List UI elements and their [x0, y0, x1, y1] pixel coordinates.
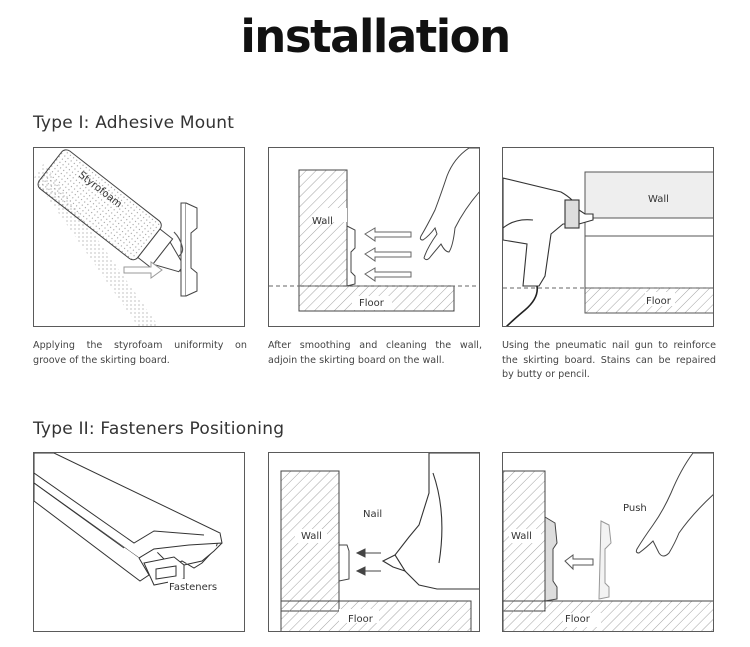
nail-fasteners-illustration: Wall Nail Floor: [280, 453, 479, 631]
floor-label: Floor: [348, 614, 374, 625]
nail-gun-illustration: Wall Floor: [503, 171, 713, 326]
caption-apply-styrofoam: Applying the styrofoam uniformity on gro…: [33, 340, 247, 366]
push-label: Push: [623, 503, 647, 514]
arrows: [364, 227, 412, 282]
fasteners-illustration: Fasteners: [34, 453, 226, 593]
fasteners-label: Fasteners: [169, 582, 217, 593]
wall-label: Wall: [312, 216, 333, 227]
wall-label: Wall: [648, 194, 669, 205]
push-illustration: Wall Floor Push: [503, 453, 713, 631]
floor-label: Floor: [359, 298, 385, 309]
panel-nail-gun: Wall Floor: [502, 147, 714, 327]
caption-nail-gun: Using the pneumatic nail gun to reinforc…: [502, 340, 716, 380]
panel-adjoin-board: Wall Floor: [268, 147, 480, 327]
panel-push: Wall Floor Push: [502, 452, 714, 632]
caption-adjoin-board: After smoothing and cleaning the wall, a…: [268, 340, 482, 366]
panel-nail-fasteners: Wall Nail Floor: [268, 452, 480, 632]
floor-label: Floor: [565, 614, 591, 625]
type2-heading: Type II: Fasteners Positioning: [33, 419, 285, 439]
adjoin-illustration: Wall Floor: [269, 148, 479, 312]
wall-label: Wall: [301, 531, 322, 542]
page-title: installation: [240, 10, 511, 63]
styrofoam-illustration: Styrofoam: [34, 149, 198, 326]
wall-label: Wall: [511, 531, 532, 542]
type1-heading: Type I: Adhesive Mount: [33, 113, 235, 133]
floor-label: Floor: [646, 296, 672, 307]
panel-apply-styrofoam: Styrofoam: [33, 147, 245, 327]
panel-fasteners: Fasteners: [33, 452, 245, 632]
nail-label: Nail: [363, 509, 382, 520]
